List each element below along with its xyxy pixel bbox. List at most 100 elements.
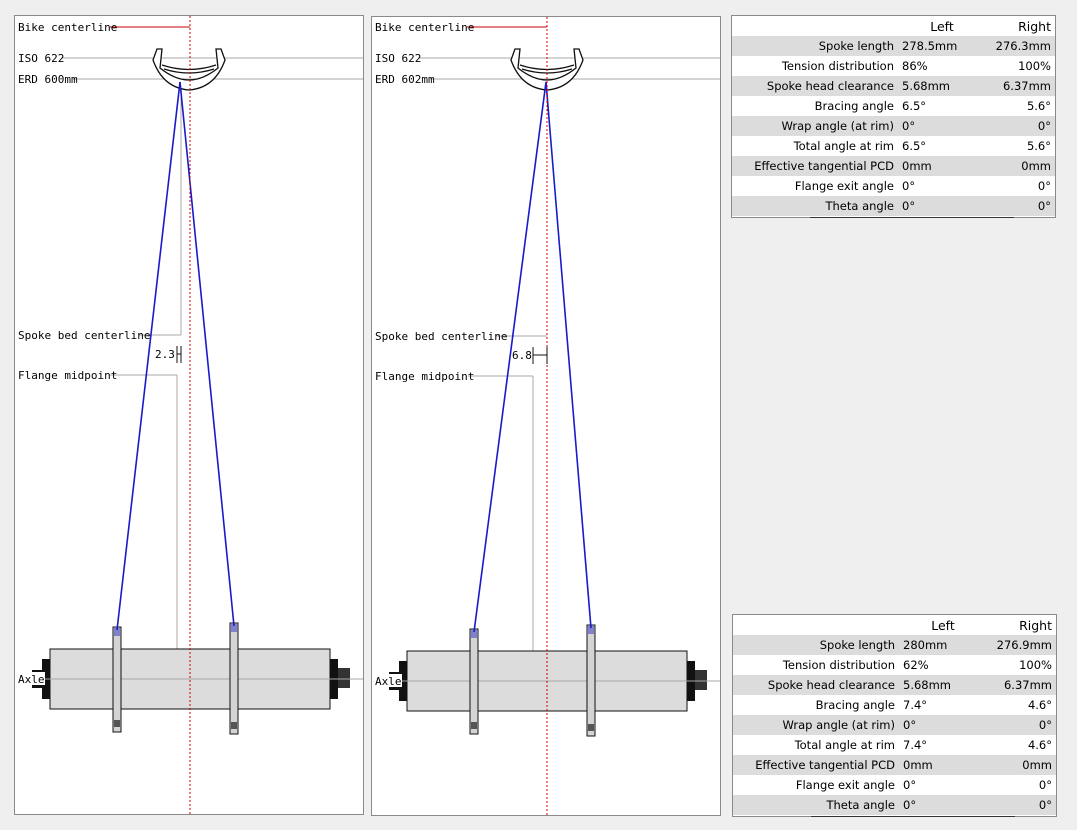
wheel-diagram-2: Bike centerline ISO 622 ERD 602mm Spoke … (371, 16, 721, 816)
table-header-row: Left Right (733, 615, 1056, 635)
row-left-value: 86% (902, 59, 928, 73)
table-row: Spoke head clearance 5.68mm 6.37mm (733, 675, 1056, 695)
hub-right-axle-cap (338, 668, 350, 688)
row-label: Effective tangential PCD (733, 755, 899, 775)
row-left-value: 5.68mm (899, 675, 987, 695)
row-right-value: 0° (986, 196, 1055, 216)
rim-profile (152, 48, 226, 91)
row-right-value: 100% (1019, 658, 1052, 672)
row-left-value: 62% (903, 658, 929, 672)
iso-label: ISO 622 (18, 52, 64, 65)
flange-mid-label: Flange midpoint (18, 369, 117, 382)
table-row: Flange exit angle 0° 0° (732, 176, 1055, 196)
row-right-value: 276.3mm (986, 36, 1055, 56)
axle-label: Axle (18, 673, 45, 686)
row-left-value: 0mm (898, 156, 986, 176)
table-row: Tension distribution 86% 100% (732, 56, 1055, 76)
row-left-value: 278.5mm (898, 36, 986, 56)
row-label: Tension distribution (781, 59, 894, 73)
spoke-results-table-2: Left Right Spoke length 280mm 276.9mm Te… (732, 614, 1057, 817)
erd-label: ERD 600mm (18, 73, 78, 86)
table-row: Spoke head clearance 5.68mm 6.37mm (732, 76, 1055, 96)
right-flange (229, 622, 239, 735)
table-underline (810, 217, 1014, 218)
row-right-value: 0mm (986, 156, 1055, 176)
column-header-left: Left (931, 617, 955, 633)
wheel-diagram-2-svg: Bike centerline ISO 622 ERD 602mm Spoke … (374, 17, 720, 815)
flange-mid-label: Flange midpoint (375, 370, 474, 383)
row-left-value: 0° (903, 778, 917, 792)
table-underline (811, 816, 1015, 817)
row-left-value: 6.5° (902, 139, 927, 153)
left-spoke (116, 81, 181, 631)
table-row: Total angle at rim 7.4° 4.6° (733, 735, 1056, 755)
left-flange (469, 628, 479, 735)
row-right-value: 0° (1038, 778, 1052, 792)
row-left-value: 5.68mm (898, 76, 986, 96)
row-label: Spoke length (732, 36, 898, 56)
axle-label-bg (17, 672, 45, 685)
hub-right-axle-cap (695, 670, 707, 690)
row-label: Wrap angle (at rim) (733, 715, 899, 735)
row-label: Bracing angle (815, 698, 895, 712)
row-right-value: 276.9mm (987, 635, 1056, 655)
row-left-value: 0° (899, 715, 987, 735)
table-row: Theta angle 0° 0° (732, 196, 1055, 216)
row-right-value: 0° (987, 795, 1056, 815)
left-flange (112, 626, 122, 733)
table-header-row: Left Right (732, 16, 1055, 36)
right-spoke (545, 81, 592, 629)
left-spoke (473, 81, 547, 633)
right-spoke (179, 81, 235, 627)
row-left-value: 7.4° (903, 698, 928, 712)
column-header-right: Right (1019, 617, 1052, 633)
table-row: Flange exit angle 0° 0° (733, 775, 1056, 795)
table-row: Tension distribution 62% 100% (733, 655, 1056, 675)
wheel-diagram-1-svg: Bike centerline ISO 622 ERD 600mm Spoke … (17, 16, 363, 814)
row-right-value: 4.6° (1027, 738, 1052, 752)
row-left-value: 0° (898, 116, 986, 136)
row-right-value: 0° (1037, 179, 1051, 193)
table-row: Bracing angle 7.4° 4.6° (733, 695, 1056, 715)
table-row: Bracing angle 6.5° 5.6° (732, 96, 1055, 116)
row-left-value: 0° (902, 179, 916, 193)
row-right-value: 0° (987, 715, 1056, 735)
row-label: Theta angle (732, 196, 898, 216)
row-right-value: 0mm (987, 755, 1056, 775)
row-left-value: 0° (898, 196, 986, 216)
row-label: Bracing angle (814, 99, 894, 113)
column-header-right: Right (1018, 18, 1051, 34)
offset-value: 6.8 (512, 349, 532, 362)
spoke-bed-label: Spoke bed centerline (375, 330, 507, 343)
row-label: Theta angle (733, 795, 899, 815)
column-header-left: Left (930, 18, 954, 34)
table-row: Effective tangential PCD 0mm 0mm (733, 755, 1056, 775)
erd-label: ERD 602mm (375, 73, 435, 86)
table-row: Total angle at rim 6.5° 5.6° (732, 136, 1055, 156)
row-label: Tension distribution (782, 658, 895, 672)
spoke-results-table-1: Left Right Spoke length 278.5mm 276.3mm … (731, 15, 1056, 218)
row-right-value: 4.6° (1027, 698, 1052, 712)
wheel-diagram-1: Bike centerline ISO 622 ERD 600mm Spoke … (14, 15, 364, 815)
bike-centerline-label: Bike centerline (375, 21, 474, 34)
row-right-value: 0° (986, 116, 1055, 136)
iso-label: ISO 622 (375, 52, 421, 65)
table-row: Wrap angle (at rim) 0° 0° (733, 715, 1056, 735)
row-left-value: 6.5° (902, 99, 927, 113)
table-row: Spoke length 278.5mm 276.3mm (732, 36, 1055, 56)
row-label: Spoke head clearance (733, 675, 899, 695)
axle-label-bg (374, 674, 402, 687)
table-row: Theta angle 0° 0° (733, 795, 1056, 815)
axle-label: Axle (375, 675, 402, 688)
row-left-value: 0mm (899, 755, 987, 775)
row-left-value: 7.4° (903, 738, 928, 752)
row-left-value: 280mm (899, 635, 987, 655)
row-label: Effective tangential PCD (732, 156, 898, 176)
row-right-value: 6.37mm (986, 76, 1055, 96)
row-label: Spoke length (733, 635, 899, 655)
row-label: Spoke head clearance (732, 76, 898, 96)
row-label: Flange exit angle (795, 778, 895, 792)
row-right-value: 100% (1018, 59, 1051, 73)
bike-centerline-label: Bike centerline (18, 21, 117, 34)
row-label: Wrap angle (at rim) (732, 116, 898, 136)
